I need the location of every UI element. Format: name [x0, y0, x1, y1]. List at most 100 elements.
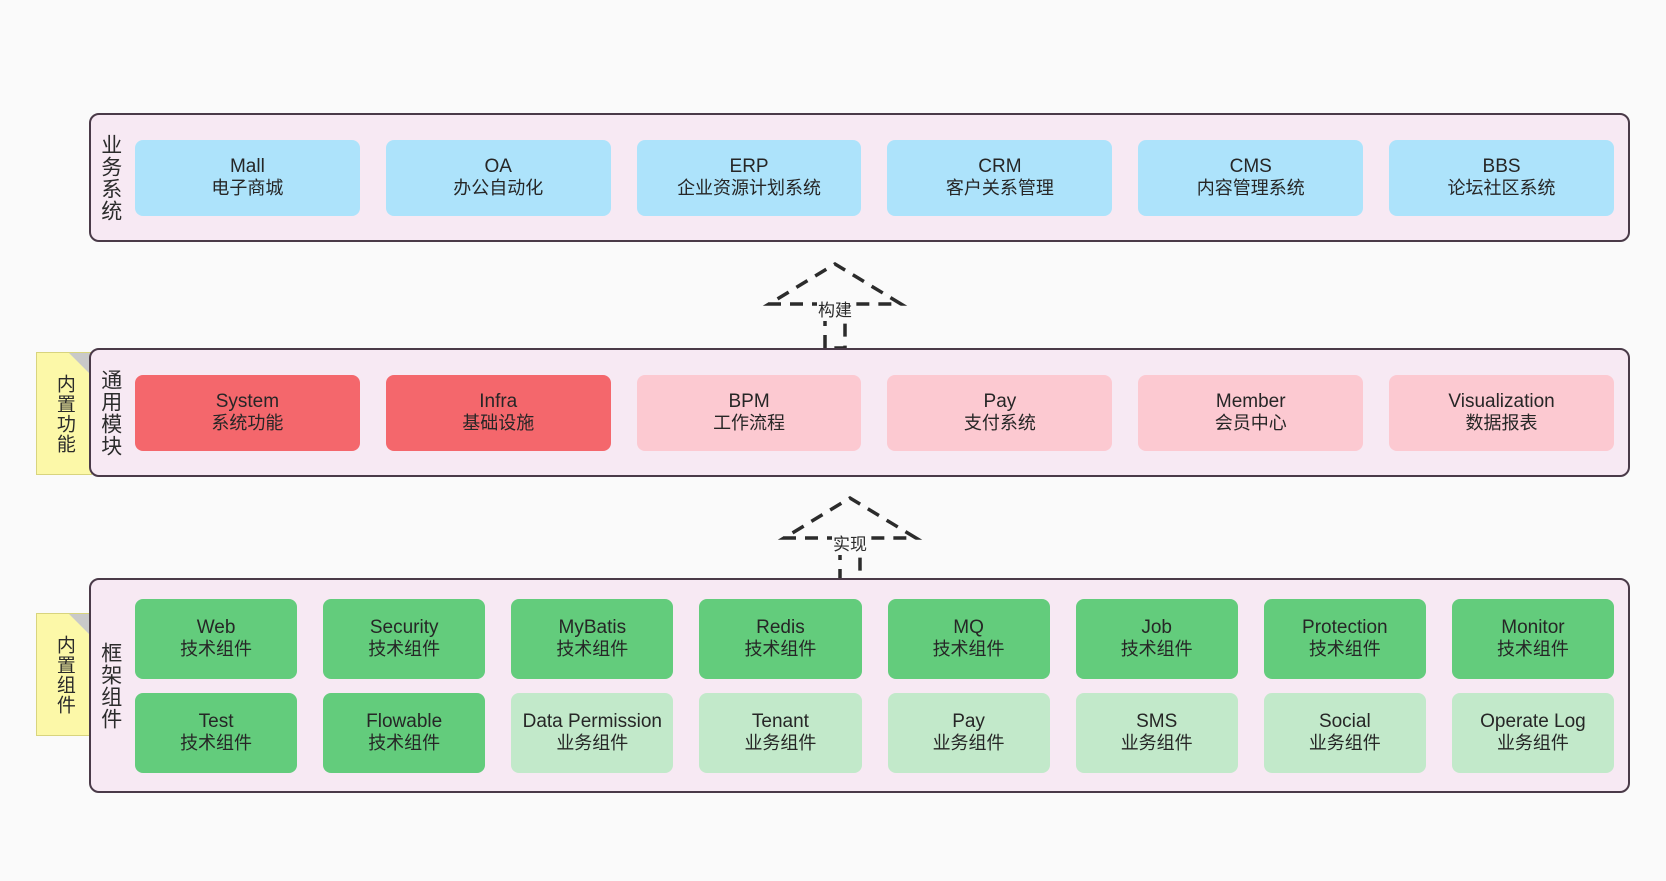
node-title: Data Permission	[522, 710, 662, 732]
build-arrow-icon	[762, 261, 908, 350]
node-sms[interactable]: SMS 业务组件	[1075, 692, 1238, 773]
node-redis[interactable]: Redis 技术组件	[699, 598, 862, 679]
node-subtitle: 业务组件	[1308, 733, 1381, 754]
node-subtitle: 论坛社区系统	[1447, 178, 1556, 199]
node-title: MQ	[953, 616, 984, 638]
layer-body-common-module: System 系统功能 Infra 基础设施 BPM 工作流程 Pay 支付系统…	[129, 350, 1628, 475]
node-subtitle: 技术组件	[744, 639, 817, 660]
note-builtin-function: 内置功能	[36, 352, 92, 475]
node-title: Web	[196, 616, 236, 638]
node-title: CRM	[978, 155, 1022, 177]
node-subtitle: 业务组件	[1496, 733, 1569, 754]
layer-body-business-system: Mall 电子商城 OA 办公自动化 ERP 企业资源计划系统 CRM 客户关系…	[129, 115, 1628, 240]
node-mq[interactable]: MQ 技术组件	[887, 598, 1050, 679]
node-subtitle: 技术组件	[1496, 639, 1569, 660]
node-title: BBS	[1482, 155, 1521, 177]
row: Test 技术组件 Flowable 技术组件 Data Permission …	[135, 692, 1614, 773]
connector-label: 构建	[817, 296, 853, 321]
node-title: Visualization	[1448, 390, 1555, 412]
node-member[interactable]: Member 会员中心	[1138, 374, 1364, 451]
node-title: BPM	[728, 390, 770, 412]
layer-common-module: 通用模块 System 系统功能 Infra 基础设施 BPM 工作流程 Pay…	[89, 348, 1630, 477]
node-protection[interactable]: Protection 技术组件	[1263, 598, 1426, 679]
layer-title-common-module: 通用模块	[98, 368, 122, 457]
node-subtitle: 内容管理系统	[1196, 178, 1305, 199]
layer-title-framework-component: 框架组件	[98, 641, 122, 730]
node-subtitle: 数据报表	[1465, 413, 1538, 434]
implement-arrow-icon	[777, 495, 923, 584]
node-mall[interactable]: Mall 电子商城	[135, 139, 360, 216]
node-pay[interactable]: Pay 支付系统	[887, 374, 1113, 451]
note-label: 内置组件	[53, 634, 75, 715]
node-subtitle: 技术组件	[180, 733, 253, 754]
node-cms[interactable]: CMS 内容管理系统	[1138, 139, 1364, 216]
node-visualization[interactable]: Visualization 数据报表	[1389, 374, 1614, 451]
node-title: Test	[198, 710, 234, 732]
node-title: Mall	[229, 155, 265, 177]
node-title: Job	[1141, 616, 1172, 638]
node-title: Monitor	[1501, 616, 1565, 638]
node-system[interactable]: System 系统功能	[135, 374, 360, 451]
node-subtitle: 电子商城	[211, 178, 284, 199]
node-subtitle: 业务组件	[744, 733, 817, 754]
node-subtitle: 技术组件	[368, 733, 441, 754]
node-operate-log[interactable]: Operate Log 业务组件	[1451, 692, 1614, 773]
node-flowable[interactable]: Flowable 技术组件	[323, 692, 486, 773]
node-title: Member	[1215, 390, 1286, 412]
node-subtitle: 办公自动化	[453, 178, 544, 199]
row: System 系统功能 Infra 基础设施 BPM 工作流程 Pay 支付系统…	[135, 374, 1614, 451]
node-erp[interactable]: ERP 企业资源计划系统	[636, 139, 862, 216]
note-builtin-component: 内置组件	[36, 613, 92, 736]
row: Mall 电子商城 OA 办公自动化 ERP 企业资源计划系统 CRM 客户关系…	[135, 139, 1614, 216]
node-title: Security	[369, 616, 439, 638]
connector-label: 实现	[832, 530, 868, 555]
node-title: Pay	[952, 710, 985, 732]
node-subtitle: 客户关系管理	[945, 178, 1054, 199]
node-data-permission[interactable]: Data Permission 业务组件	[511, 692, 674, 773]
node-subtitle: 基础设施	[462, 413, 535, 434]
node-title: Operate Log	[1480, 710, 1586, 732]
node-subtitle: 系统功能	[211, 413, 284, 434]
node-job[interactable]: Job 技术组件	[1075, 598, 1238, 679]
node-test[interactable]: Test 技术组件	[135, 692, 298, 773]
node-subtitle: 技术组件	[180, 639, 253, 660]
node-subtitle: 支付系统	[963, 413, 1036, 434]
node-web[interactable]: Web 技术组件	[135, 598, 298, 679]
note-fold-icon	[69, 353, 91, 375]
node-title: System	[215, 390, 280, 412]
node-social[interactable]: Social 业务组件	[1263, 692, 1426, 773]
node-infra[interactable]: Infra 基础设施	[385, 374, 611, 451]
node-security[interactable]: Security 技术组件	[323, 598, 486, 679]
node-title: SMS	[1136, 710, 1178, 732]
node-title: Pay	[983, 390, 1017, 412]
node-title: Redis	[756, 616, 805, 638]
node-title: Protection	[1302, 616, 1388, 638]
node-title: MyBatis	[558, 616, 627, 638]
node-title: OA	[484, 155, 512, 177]
node-title: Infra	[479, 390, 518, 412]
node-title: CMS	[1229, 155, 1272, 177]
node-pay-business[interactable]: Pay 业务组件	[887, 692, 1050, 773]
node-title: Tenant	[751, 710, 809, 732]
row: Web 技术组件 Security 技术组件 MyBatis 技术组件 Redi…	[135, 598, 1614, 679]
node-bpm[interactable]: BPM 工作流程	[636, 374, 862, 451]
node-monitor[interactable]: Monitor 技术组件	[1451, 598, 1614, 679]
node-mybatis[interactable]: MyBatis 技术组件	[511, 598, 674, 679]
note-label: 内置功能	[53, 373, 75, 454]
node-oa[interactable]: OA 办公自动化	[385, 139, 611, 216]
node-title: Social	[1318, 710, 1371, 732]
node-subtitle: 技术组件	[932, 639, 1005, 660]
layer-body-framework-component: Web 技术组件 Security 技术组件 MyBatis 技术组件 Redi…	[129, 580, 1628, 791]
node-bbs[interactable]: BBS 论坛社区系统	[1389, 139, 1614, 216]
node-crm[interactable]: CRM 客户关系管理	[887, 139, 1113, 216]
node-subtitle: 业务组件	[932, 733, 1005, 754]
node-title: ERP	[729, 155, 769, 177]
node-subtitle: 技术组件	[1308, 639, 1381, 660]
node-tenant[interactable]: Tenant 业务组件	[699, 692, 862, 773]
note-fold-icon	[69, 614, 91, 636]
connector-implement: 实现	[770, 492, 930, 592]
node-subtitle: 技术组件	[556, 639, 629, 660]
layer-business-system: 业务系统 Mall 电子商城 OA 办公自动化 ERP 企业资源计划系统 CRM…	[89, 113, 1630, 242]
node-subtitle: 技术组件	[1120, 639, 1193, 660]
